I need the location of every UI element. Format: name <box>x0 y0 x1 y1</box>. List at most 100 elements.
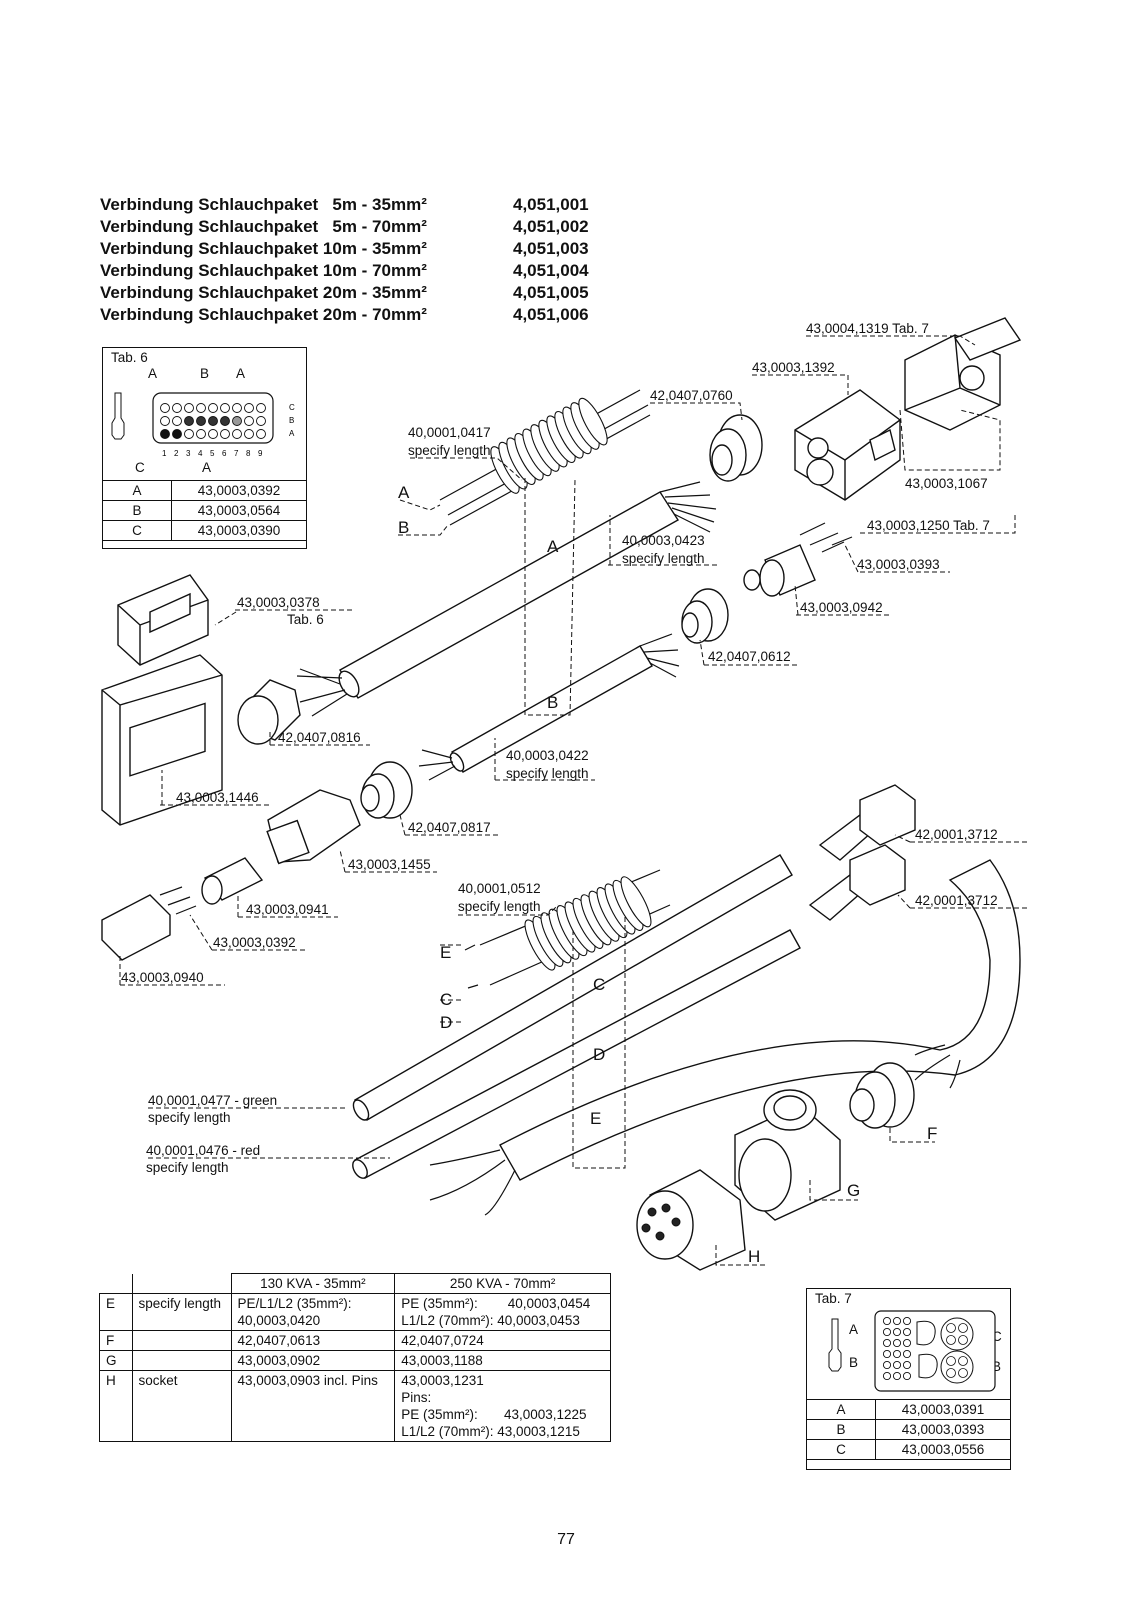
fitting-3712-a <box>818 784 916 861</box>
spec-cell-c1: 42,0407,0613 <box>230 1330 396 1351</box>
spec-table-header: 130 KVA - 35mm² 250 KVA - 70mm² <box>99 1273 611 1294</box>
svg-text:5: 5 <box>210 449 215 458</box>
callout-0417-note: specify length <box>408 443 491 458</box>
letter-e-left: E <box>440 943 451 962</box>
col-250kva: 250 KVA - 70mm² <box>394 1273 611 1294</box>
svg-text:B: B <box>200 366 209 381</box>
header-number: 4,051,005 <box>513 283 589 302</box>
housing-1446 <box>101 654 223 826</box>
callout-1392: 43,0003,1392 <box>752 360 835 375</box>
svg-text:A: A <box>849 1322 858 1337</box>
svg-text:8: 8 <box>246 449 251 458</box>
tab6-part: 43,0003,0390 <box>171 520 307 541</box>
pins-1250 <box>799 522 853 553</box>
svg-text:B: B <box>992 1359 1001 1374</box>
tab7-connector-diagram: AB CB <box>828 1310 1002 1392</box>
header-name: Verbindung Schlauchpaket 10m - 35mm² <box>100 239 427 258</box>
callout-3712-b: 42,0001,3712 <box>915 893 998 908</box>
spec-cell-desc <box>131 1350 232 1371</box>
callout-1319: 43,0004,1319 Tab. 7 <box>806 321 929 336</box>
svg-text:A: A <box>202 460 211 475</box>
svg-text:C: C <box>992 1329 1002 1344</box>
callout-0477-note: specify length <box>148 1110 231 1125</box>
callout-0423-note: specify length <box>622 551 705 566</box>
spec-cell-c1: 43,0003,0902 <box>230 1350 396 1371</box>
callout-0816: 42,0407,0816 <box>278 730 361 745</box>
letter-b-left: B <box>398 518 409 537</box>
cable-b <box>418 633 680 781</box>
tab7-part: 43,0003,0393 <box>875 1419 1011 1440</box>
tab7-part: 43,0003,0556 <box>875 1439 1011 1460</box>
callout-1455: 43,0003,1455 <box>348 857 431 872</box>
callout-0417: 40,0001,0417 <box>408 425 491 440</box>
cable-a <box>296 481 717 717</box>
clamp-0941 <box>201 857 264 905</box>
spec-cell-desc: specify length <box>131 1293 232 1331</box>
callout-0942: 43,0003,0942 <box>800 600 883 615</box>
cable-d <box>352 929 801 1179</box>
header-number: 4,051,001 <box>513 195 589 214</box>
callout-0512: 40,0001,0512 <box>458 881 541 896</box>
svg-text:6: 6 <box>222 449 227 458</box>
callout-0422: 40,0003,0422 <box>506 748 589 763</box>
connector-insert-1319 <box>904 317 1022 431</box>
tab6-part: 43,0003,0392 <box>171 480 307 501</box>
spec-cell-c2: 42,0407,0724 <box>394 1330 611 1351</box>
cable-clamp-0942 <box>743 544 816 597</box>
letter-h: H <box>748 1247 760 1266</box>
callout-0940: 43,0003,0940 <box>121 970 204 985</box>
header-name: Verbindung Schlauchpaket 10m - 70mm² <box>100 261 427 280</box>
header-number: 4,051,006 <box>513 305 589 324</box>
spec-cell-key: G <box>99 1350 133 1371</box>
spec-cell-desc <box>131 1330 232 1351</box>
tab7-key: B <box>806 1419 876 1440</box>
gland-0816 <box>237 679 301 745</box>
callout-0612: 42,0407,0612 <box>708 649 791 664</box>
callout-0941: 43,0003,0941 <box>246 902 329 917</box>
letter-g: G <box>847 1181 860 1200</box>
tab7-part: 43,0003,0391 <box>875 1399 1011 1420</box>
tab7-caption: Tab. 7 <box>815 1291 852 1306</box>
callout-0760: 42,0407,0760 <box>650 388 733 403</box>
svg-text:A: A <box>289 429 295 438</box>
cable-gland-0612 <box>681 588 729 644</box>
tab6-key: B <box>102 500 172 521</box>
spec-cell-key: E <box>99 1293 133 1331</box>
callout-0476: 40,0001,0476 - red <box>146 1143 260 1158</box>
header-name: Verbindung Schlauchpaket 20m - 35mm² <box>100 283 427 302</box>
callout-0817: 42,0407,0817 <box>408 820 491 835</box>
insert-0378 <box>117 574 209 666</box>
svg-text:3: 3 <box>186 449 191 458</box>
tab6-key: C <box>102 520 172 541</box>
header-number: 4,051,002 <box>513 217 589 236</box>
callout-0423: 40,0003,0423 <box>622 533 705 548</box>
svg-text:4: 4 <box>198 449 203 458</box>
callout-0393: 43,0003,0393 <box>857 557 940 572</box>
housing-1392 <box>794 389 901 501</box>
spec-cell-key: H <box>99 1370 133 1442</box>
header-name: Verbindung Schlauchpaket 5m - 70mm² <box>100 217 427 236</box>
letter-a-center: A <box>547 537 559 556</box>
insert-0940 <box>101 886 197 961</box>
svg-text:A: A <box>148 366 157 381</box>
spec-cell-c1: PE/L1/L2 (35mm²): 40,0003,0420 <box>230 1293 396 1331</box>
callout-3712-a: 42,0001,3712 <box>915 827 998 842</box>
callout-0476-note: specify length <box>146 1160 229 1175</box>
callout-1446: 43,0003,1446 <box>176 790 259 805</box>
